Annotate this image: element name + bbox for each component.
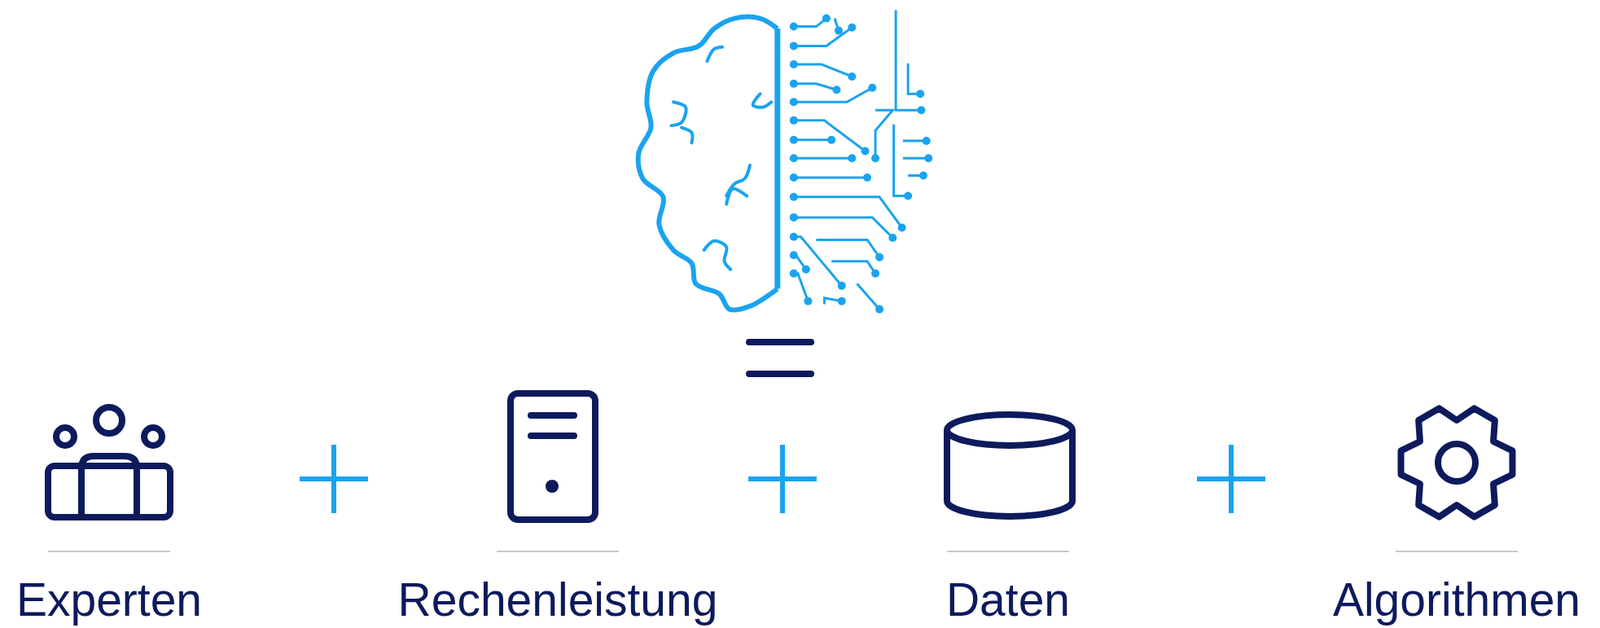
brain-fold <box>670 101 686 126</box>
plus-signs <box>299 444 1266 513</box>
brain-fold <box>706 47 723 62</box>
icon-label: Algorithmen <box>1332 572 1581 627</box>
icon-label: Experten <box>16 572 202 627</box>
experts-icon <box>48 407 171 518</box>
brain-fold <box>753 93 772 108</box>
server-icon <box>510 393 596 520</box>
brain-fold <box>704 241 732 270</box>
gear-outline <box>1401 407 1513 517</box>
circuit-traces <box>789 10 933 314</box>
brain-fold <box>681 127 693 144</box>
brain-midline <box>774 28 781 290</box>
equals-sign <box>749 341 811 374</box>
brain-fold <box>726 188 747 205</box>
brain-circuit-illustration <box>638 10 933 314</box>
icon-label: Daten <box>946 572 1070 627</box>
brain-outline <box>638 17 778 311</box>
underlines <box>48 550 1518 553</box>
database-icon <box>946 414 1073 517</box>
gear-icon <box>1401 407 1513 517</box>
icon-label: Rechenleistung <box>398 572 719 627</box>
